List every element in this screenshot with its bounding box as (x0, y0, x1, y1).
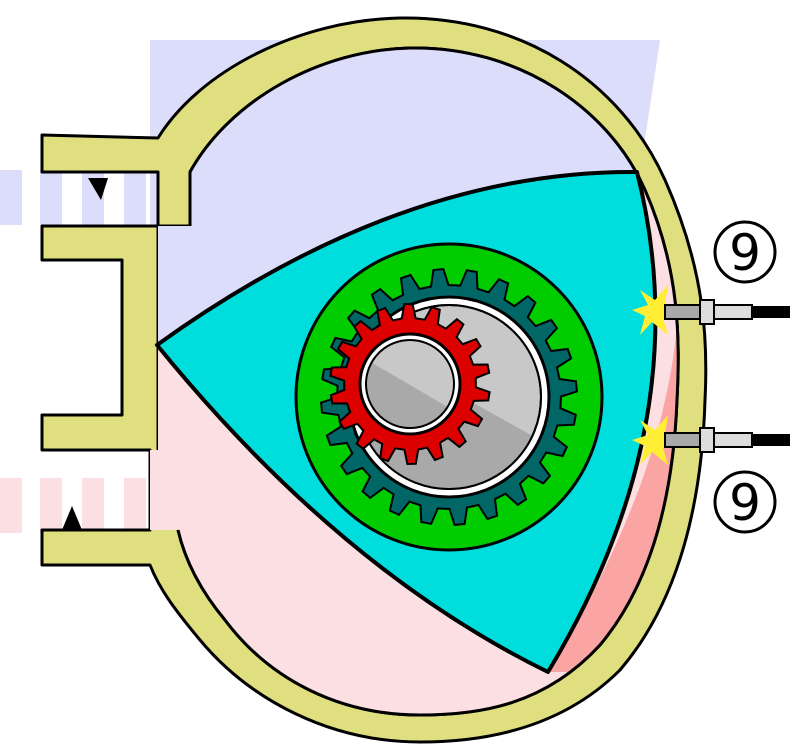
step-label-top: 9 (713, 220, 777, 284)
spark-plug-icon (664, 427, 790, 453)
spark-plug-icon (664, 299, 790, 325)
spark-bottom (632, 415, 680, 465)
arrow-exhaust-icon (62, 506, 82, 530)
arrow-intake-icon (88, 178, 108, 200)
intake-flow-stripes (0, 170, 146, 225)
step-label-bottom: 9 (713, 470, 777, 534)
svg-text:9: 9 (729, 224, 761, 282)
shaft (358, 332, 462, 436)
svg-text:9: 9 (729, 474, 761, 532)
exhaust-flow-stripes (0, 478, 146, 533)
spark-top (632, 285, 680, 335)
